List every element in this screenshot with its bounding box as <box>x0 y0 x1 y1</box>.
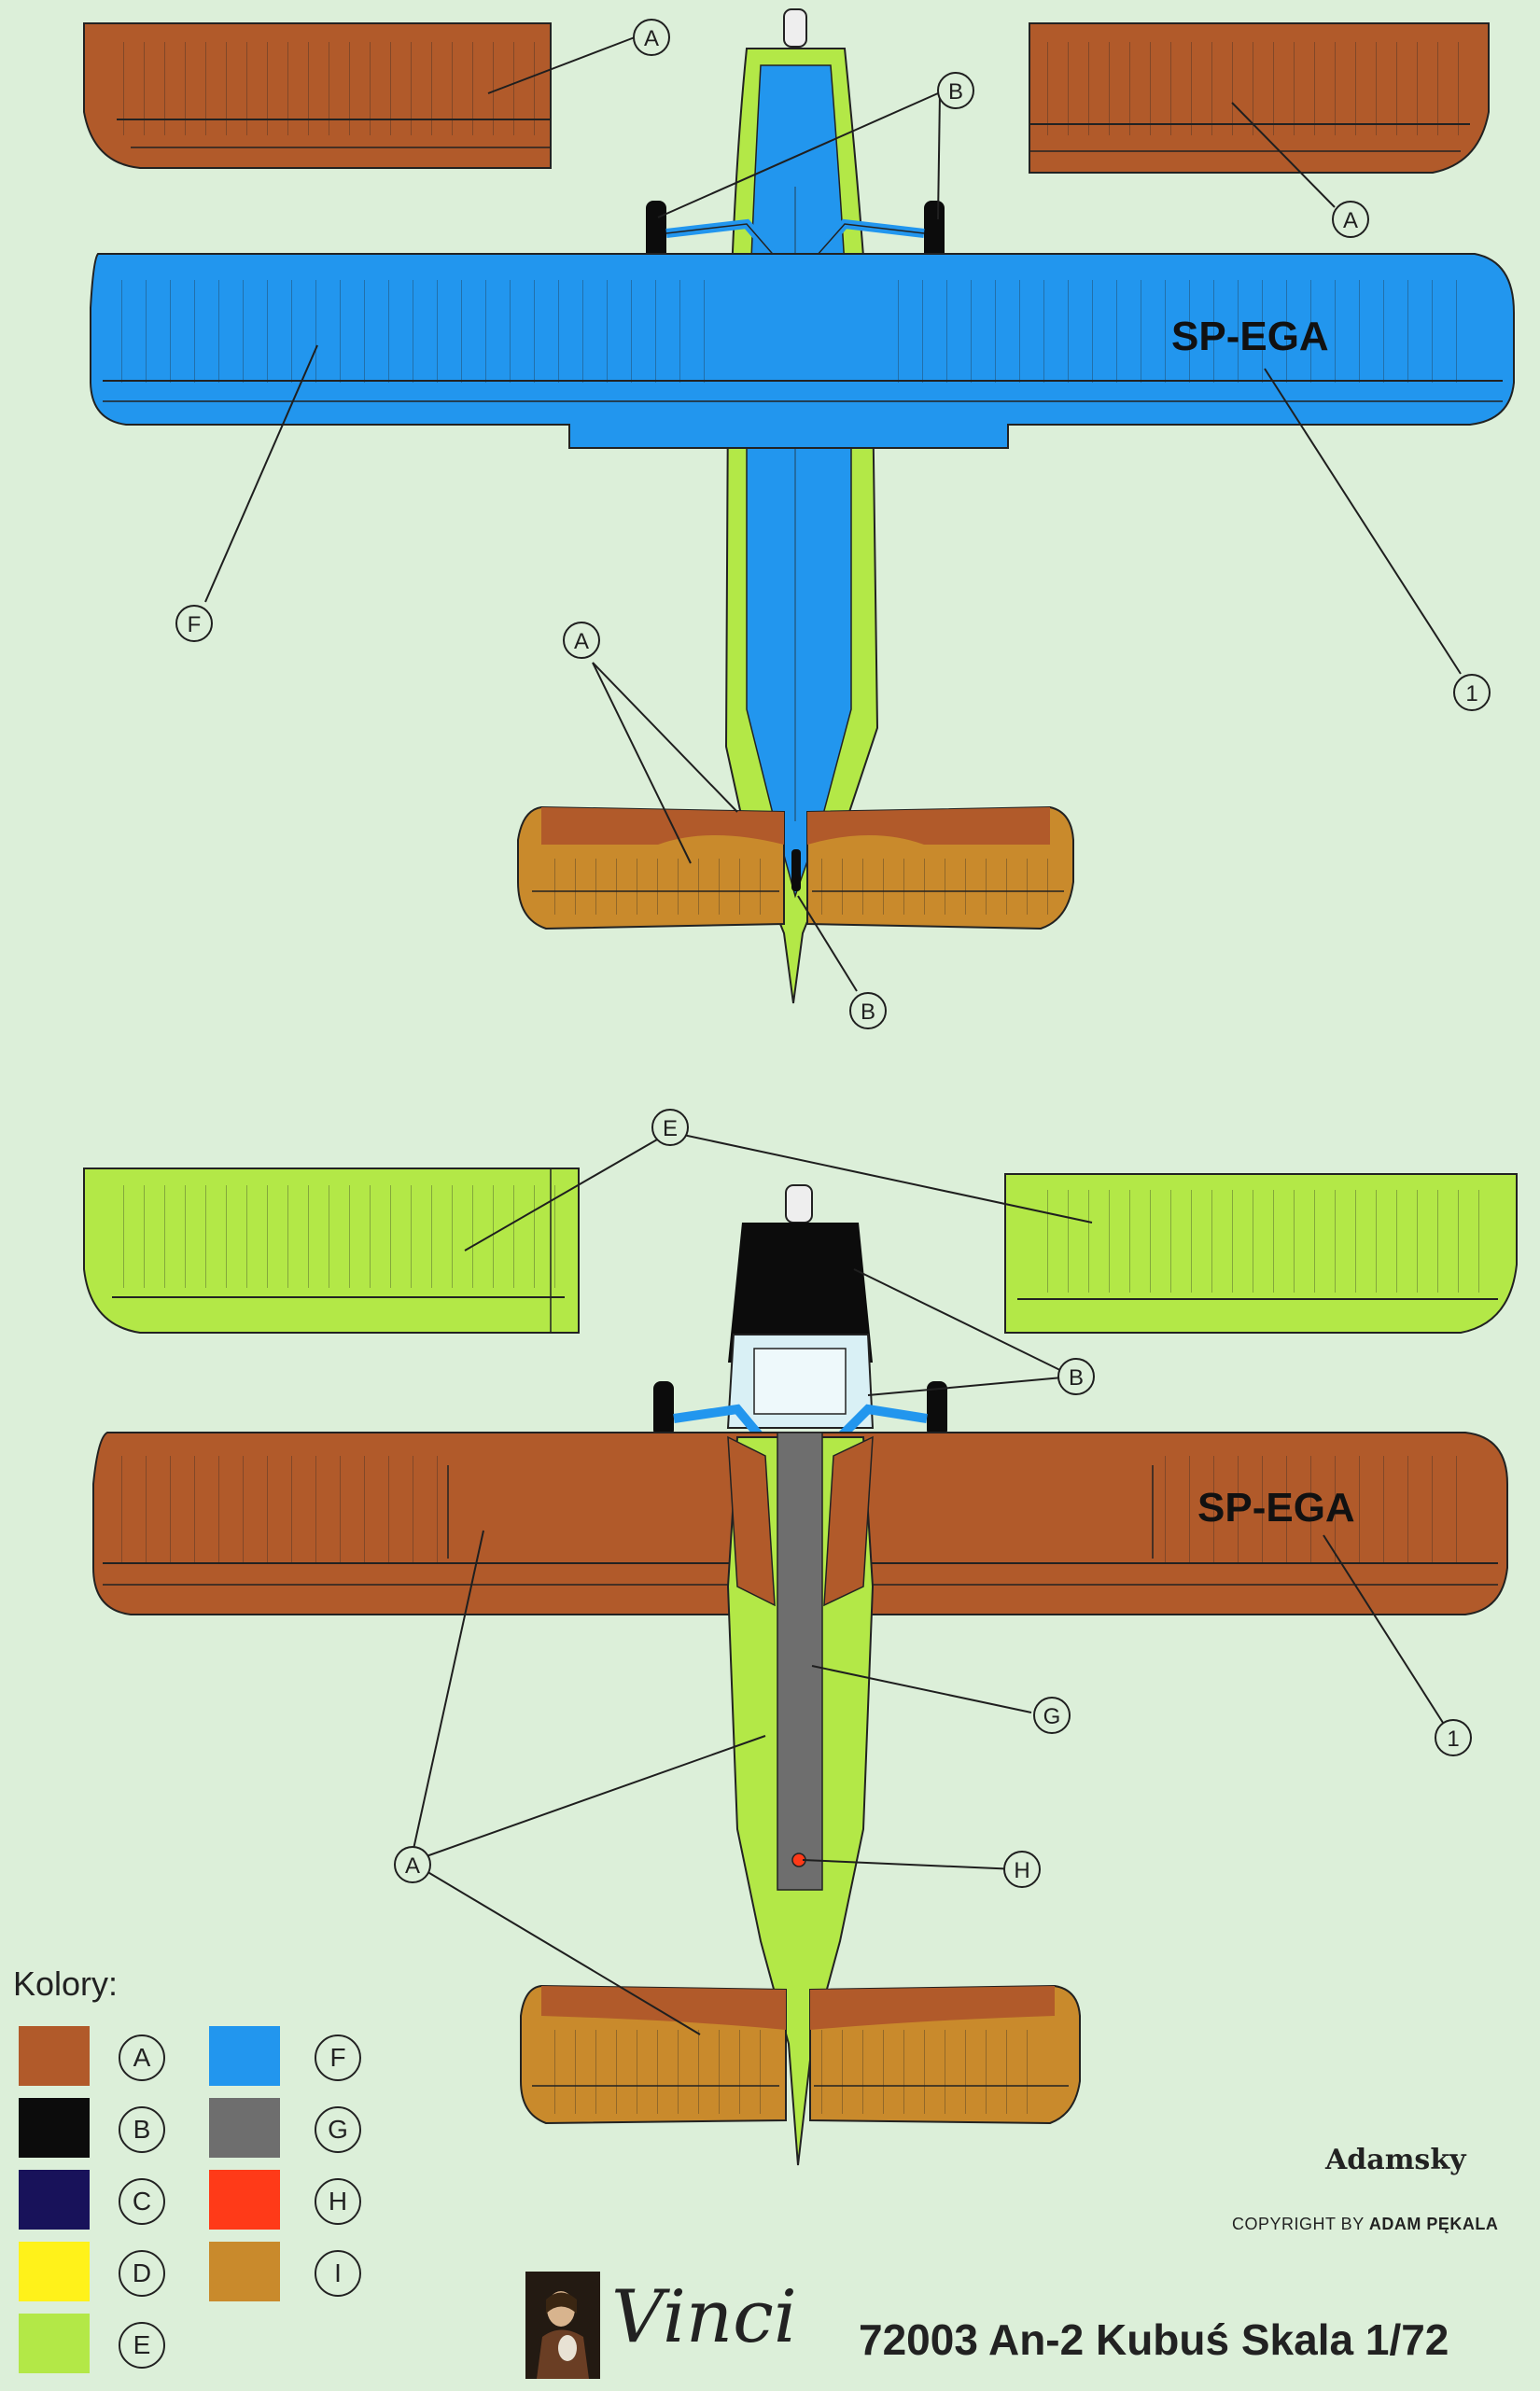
legend-letter-i: I <box>315 2250 361 2297</box>
callout-bottom-b: B <box>1057 1358 1095 1395</box>
legend-letter-h: H <box>315 2178 361 2225</box>
color-legend: Kolory: A B C D E F G H I <box>13 1965 405 2384</box>
svg-text:A: A <box>1343 208 1358 233</box>
svg-text:F: F <box>188 612 202 637</box>
copyright-prefix: COPYRIGHT BY <box>1232 2215 1369 2233</box>
callout-top-a3: A <box>563 622 600 659</box>
callout-top-1: 1 <box>1453 674 1491 711</box>
bottom-registration: SP-EGA <box>1197 1485 1355 1531</box>
svg-text:A: A <box>574 629 589 654</box>
svg-text:B: B <box>861 1000 875 1025</box>
top-callout-lines <box>204 36 1462 992</box>
top-upper-left-wing <box>83 22 552 169</box>
legend-letter-c: C <box>119 2178 165 2225</box>
callout-bottom-h: H <box>1003 1851 1041 1888</box>
bottom-view: SP-EGA <box>83 1131 1518 2166</box>
bottom-fuselage <box>726 1432 875 2166</box>
bottom-callout-lines <box>410 1131 1452 2035</box>
bottom-tailplane <box>520 1984 1081 2125</box>
top-tailplane <box>517 805 1074 930</box>
top-lower-wing: SP-EGA <box>90 253 1515 449</box>
swatch-c <box>19 2170 90 2230</box>
svg-text:B: B <box>948 79 963 105</box>
svg-text:A: A <box>644 26 659 51</box>
svg-text:H: H <box>1014 1858 1029 1883</box>
callout-bottom-g: G <box>1033 1697 1071 1734</box>
legend-letter-d: D <box>119 2250 165 2297</box>
legend-letter-g: G <box>315 2106 361 2153</box>
svg-text:G: G <box>1043 1704 1061 1729</box>
swatch-f <box>209 2026 280 2086</box>
callout-top-a1: A <box>633 19 670 56</box>
callout-top-a2: A <box>1332 201 1369 238</box>
top-registration: SP-EGA <box>1171 314 1329 359</box>
vinci-wordmark: Vinci <box>611 2275 797 2359</box>
legend-title: Kolory: <box>13 1965 119 2003</box>
callout-bottom-1: 1 <box>1435 1719 1472 1756</box>
callouts: A B A F 1 A B E <box>175 19 1491 1888</box>
swatch-b <box>19 2098 90 2158</box>
legend-letter-e: E <box>119 2322 165 2369</box>
callout-bottom-e: E <box>651 1109 689 1146</box>
swatch-e <box>19 2314 90 2373</box>
bottom-upper-left-wing <box>83 1168 580 1334</box>
svg-text:1: 1 <box>1465 681 1477 706</box>
callout-top-b2: B <box>849 992 887 1029</box>
top-view: SP-EGA <box>83 8 1515 1004</box>
svg-text:B: B <box>1069 1365 1084 1391</box>
swatch-i <box>209 2242 280 2301</box>
copyright-name: ADAM PĘKALA <box>1368 2215 1499 2233</box>
legend-letter-f: F <box>315 2034 361 2081</box>
swatch-g <box>209 2098 280 2158</box>
svg-text:1: 1 <box>1447 1727 1459 1752</box>
svg-text:E: E <box>663 1116 678 1141</box>
bottom-landing-gear <box>653 1381 947 1441</box>
svg-text:A: A <box>405 1853 420 1879</box>
copyright-text: COPYRIGHT BY ADAM PĘKALA <box>1232 2215 1498 2234</box>
callout-top-b1: B <box>937 72 974 109</box>
bottom-upper-right-wing <box>1004 1173 1518 1334</box>
swatch-h <box>209 2170 280 2230</box>
callout-bottom-a: A <box>394 1846 431 1883</box>
swatch-d <box>19 2242 90 2301</box>
top-upper-right-wing <box>1029 22 1490 174</box>
legend-letter-a: A <box>119 2034 165 2081</box>
adamsky-logo: Adamsky <box>1325 2144 1466 2176</box>
swatch-a <box>19 2026 90 2086</box>
product-title: 72003 An-2 Kubuś Skala 1/72 <box>859 2315 1449 2364</box>
bottom-nose <box>726 1184 875 1429</box>
callout-top-f: F <box>175 605 213 642</box>
legend-letter-b: B <box>119 2106 165 2153</box>
lady-with-ermine-portrait <box>525 2272 600 2379</box>
